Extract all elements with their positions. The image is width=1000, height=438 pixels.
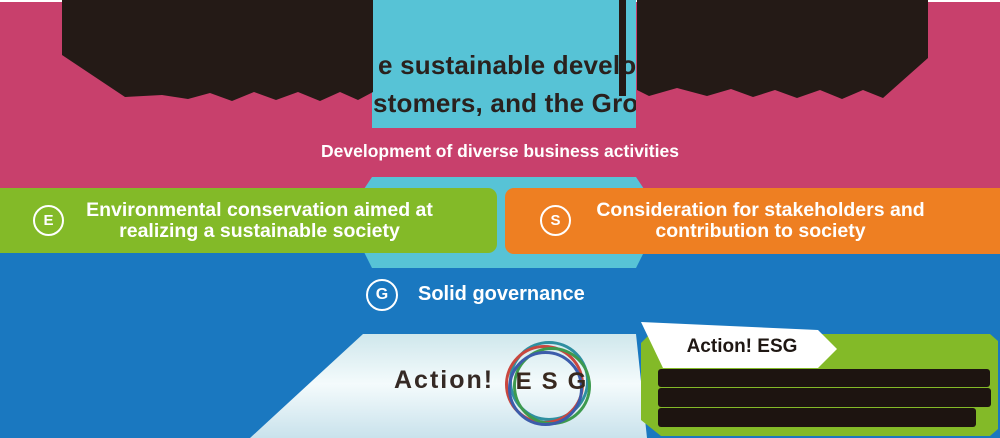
redacted-blob-right (637, 0, 928, 99)
badge-g: G (366, 279, 398, 311)
governance-label: Solid governance (418, 283, 585, 305)
esg-rings-logo: ESG (505, 341, 593, 429)
esg-logo-letters: ESG (515, 368, 597, 395)
action-logo-text: Action! (394, 366, 495, 394)
social-label: Consideration for stakeholders and contr… (505, 200, 1000, 242)
environment-label-line2: realizing a sustainable society (119, 219, 400, 242)
action-esg-banner-label: Action! ESG (686, 336, 798, 357)
social-label-line1: Consideration for stakeholders and (596, 199, 925, 221)
environment-label: Environmental conservation aimed at real… (0, 198, 497, 242)
redacted-stroke (619, 0, 626, 96)
headline-box: e sustainable develo stomers, and the Gr… (372, 0, 636, 128)
badge-s: S (540, 205, 571, 236)
social-label-line2: contribution to society (655, 220, 866, 242)
row-social: S Consideration for stakeholders and con… (505, 188, 1000, 254)
redacted-text-line (658, 388, 991, 407)
badge-e: E (33, 205, 64, 236)
redacted-text-block (658, 369, 991, 428)
ring-blue-icon (508, 351, 583, 426)
headline-fragment-1: e sustainable develo (378, 50, 636, 80)
pink-band-label: Development of diverse business activiti… (321, 141, 679, 161)
row-environment: E Environmental conservation aimed at re… (0, 188, 497, 253)
redacted-text-line (658, 408, 976, 427)
action-esg-banner: Action! ESG (641, 322, 837, 368)
environment-label-line1: Environmental conservation aimed at (86, 198, 433, 221)
redacted-text-line (658, 369, 990, 387)
headline-fragment-2: stomers, and the Gro (373, 88, 636, 118)
redacted-blob-left (62, 0, 373, 101)
